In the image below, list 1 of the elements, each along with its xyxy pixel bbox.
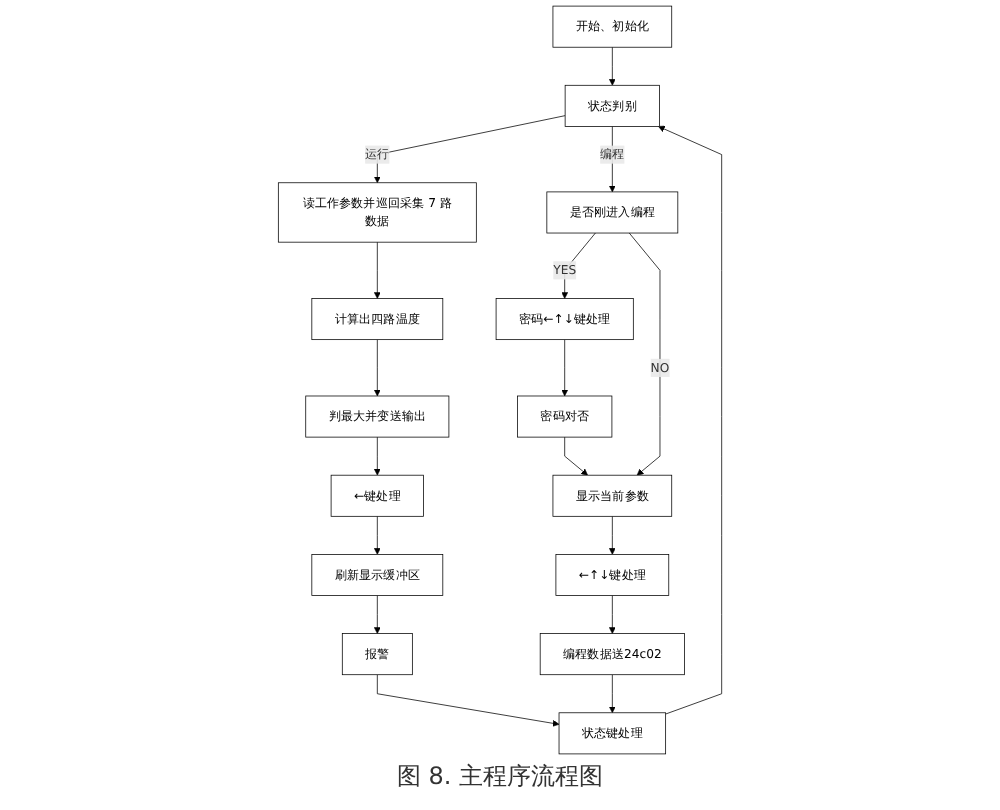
figure-caption: 图 8. 主程序流程图 [396, 760, 604, 794]
